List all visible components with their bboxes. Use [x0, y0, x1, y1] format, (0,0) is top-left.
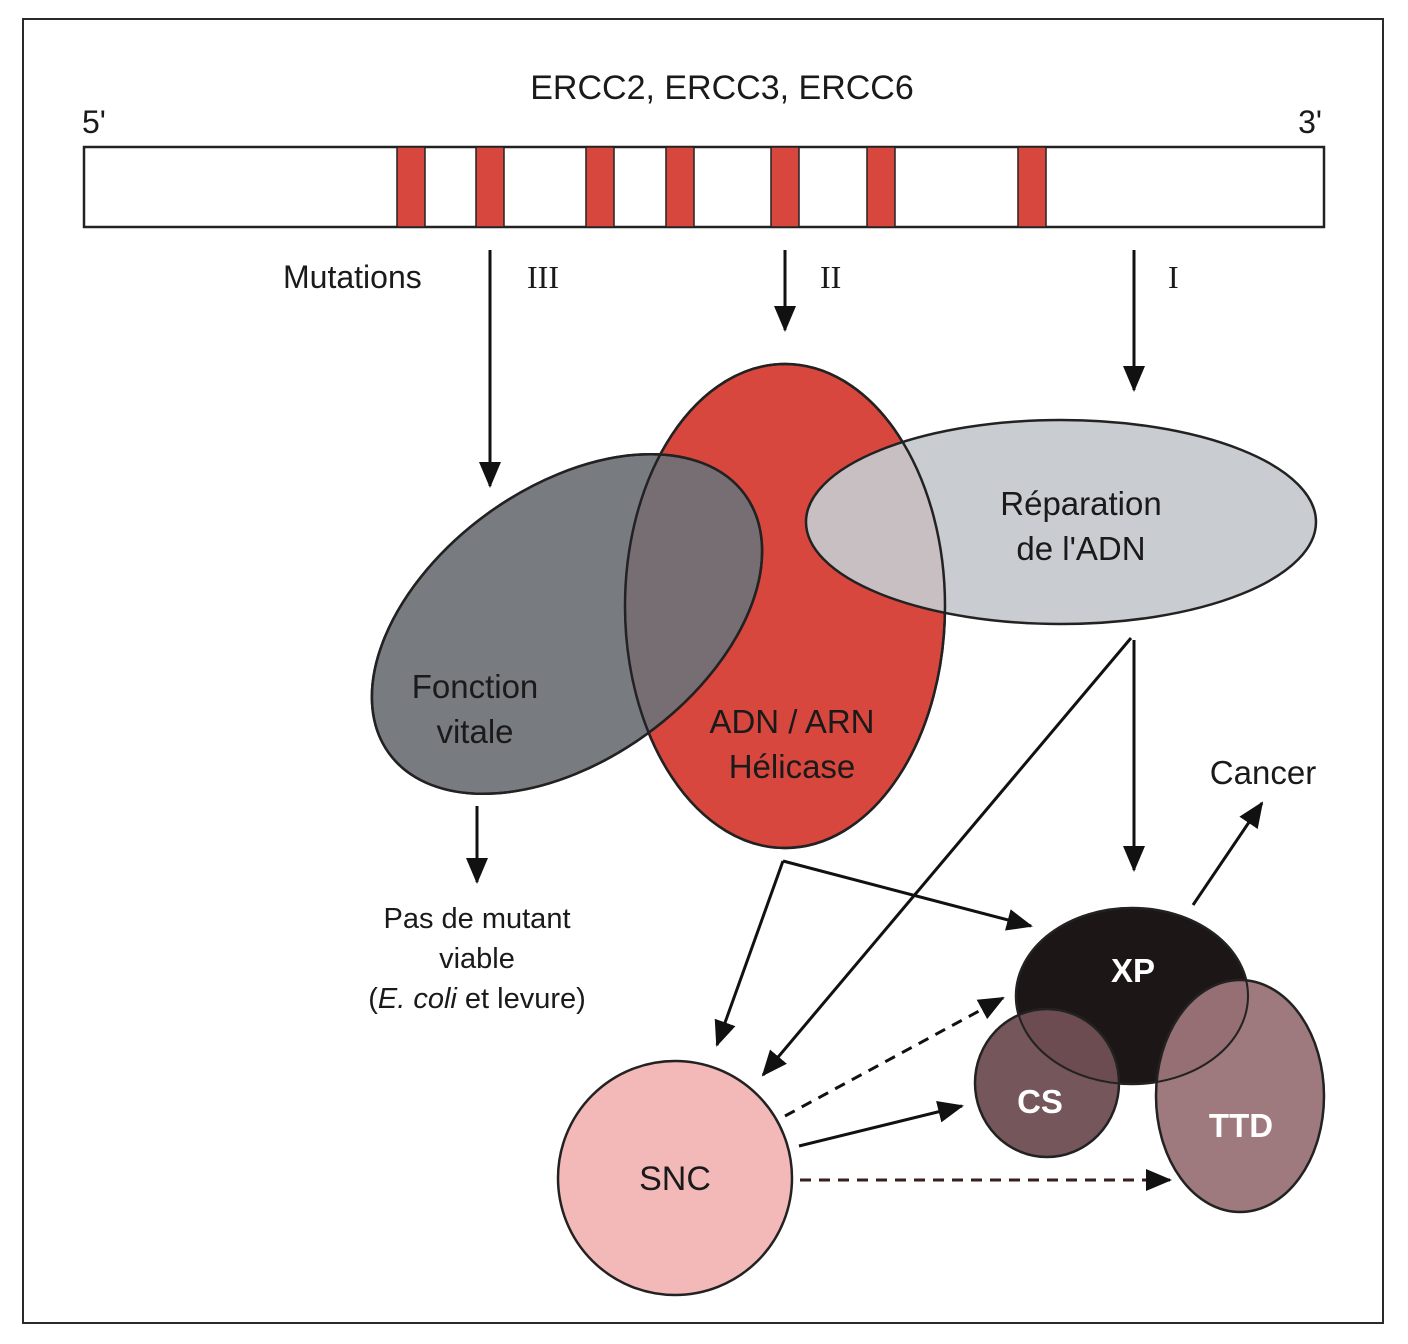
three-prime-label: 3' — [1298, 104, 1322, 140]
snc-circle — [556, 1059, 794, 1297]
vital-function-outline — [370, 452, 764, 796]
snc-label: SNC — [639, 1160, 711, 1198]
arrow-snc-to-xp-dashed — [784, 996, 1005, 1118]
mutation-class-ii: II — [820, 259, 841, 295]
cs-label: CS — [1017, 1083, 1063, 1120]
conserved-motif — [866, 146, 896, 228]
helicase-label-1: ADN / ARN — [709, 703, 874, 740]
conserved-motif — [665, 146, 695, 228]
no-viable-mutant-2: viable — [439, 943, 515, 975]
arrow-xp-to-cancer — [1191, 801, 1264, 906]
dna-repair-label-1: Réparation — [1000, 485, 1161, 522]
conserved-motif — [396, 146, 426, 228]
gene-title: ERCC2, ERCC3, ERCC6 — [530, 69, 914, 107]
conserved-motif — [770, 146, 800, 228]
vital-function-label-2: vitale — [436, 713, 513, 750]
no-viable-mutant-1: Pas de mutant — [384, 903, 571, 935]
arrow-repair-to-snc — [761, 637, 1133, 1077]
mutation-class-i: I — [1168, 259, 1179, 295]
xp-label: XP — [1111, 952, 1155, 989]
ttd-ellipse — [1154, 978, 1326, 1214]
figure-frame — [22, 18, 1384, 1324]
xp-outline — [1015, 907, 1249, 1085]
arrow-snc-to-cs — [798, 1101, 964, 1148]
cancer-label: Cancer — [1210, 754, 1316, 791]
helicase-label-2: Hélicase — [729, 748, 856, 785]
ttd-label: TTD — [1209, 1107, 1273, 1144]
conserved-motif — [1017, 146, 1047, 228]
helicase-outline — [623, 362, 947, 850]
arrow-helicase-to-xp — [782, 859, 1033, 931]
arrow-helicase-to-snc — [714, 860, 785, 1047]
dna-repair-label-2: de l'ADN — [1016, 530, 1145, 567]
mutation-class-iii: III — [527, 259, 559, 295]
mutations-label: Mutations — [283, 259, 422, 295]
conserved-motif — [475, 146, 505, 228]
no-viable-mutant-3: (E. coli et levure) — [368, 983, 586, 1015]
gene-bar — [82, 145, 1326, 229]
dna-repair-ellipse — [804, 418, 1318, 626]
vital-function-label-1: Fonction — [412, 668, 539, 705]
five-prime-label: 5' — [82, 104, 106, 140]
conserved-motif — [585, 146, 615, 228]
